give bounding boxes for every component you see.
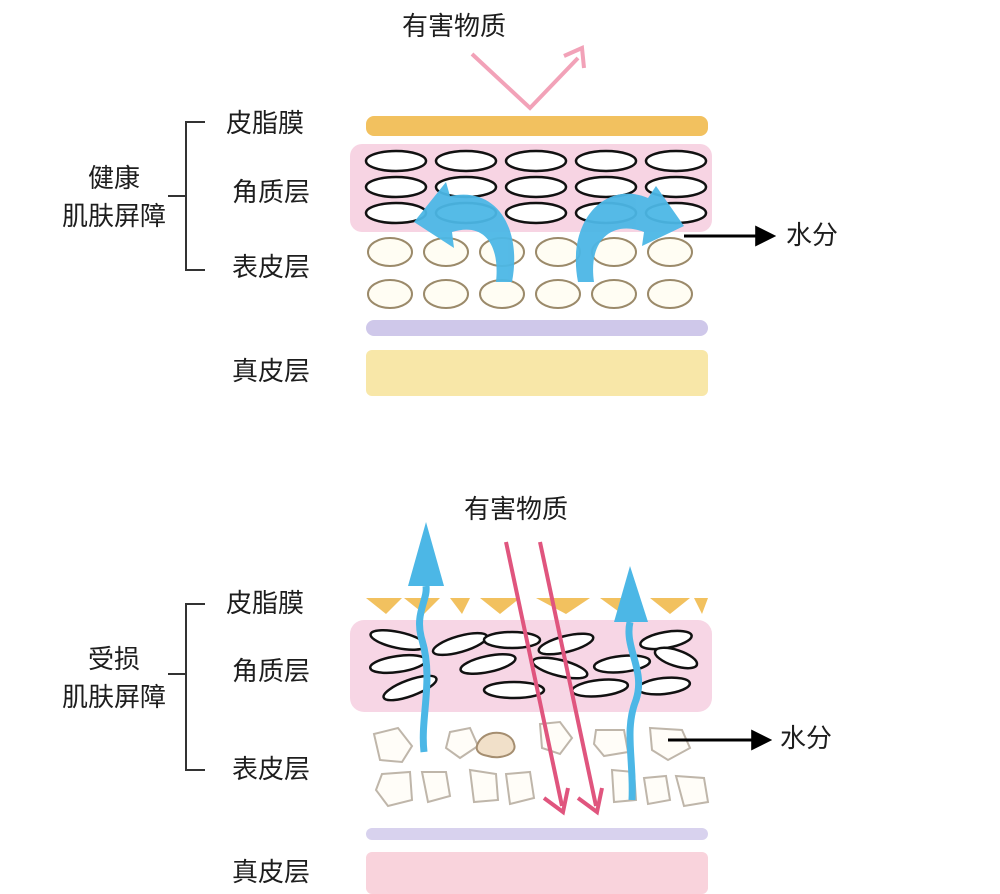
harmful-arrow-icon — [470, 45, 586, 111]
dermis-layer — [366, 350, 708, 396]
water-arrow-icon — [414, 182, 684, 282]
damaged-water-label: 水分 — [780, 724, 833, 754]
healthy-group-label: 健康 肌肤屏障 — [54, 160, 174, 236]
damaged-harmful-label: 有害物质 — [464, 495, 569, 525]
sebum-layer-broken — [366, 598, 708, 614]
damaged-group-label-line1: 受损 — [87, 645, 140, 675]
bracket-icon — [168, 121, 205, 271]
healthy-epidermis-label: 表皮层 — [232, 253, 311, 283]
damaged-group-label: 受损 肌肤屏障 — [54, 641, 174, 717]
healthy-harmful-label: 有害物质 — [402, 12, 507, 42]
epidermis-cells — [367, 237, 693, 309]
damaged-epidermis-label: 表皮层 — [232, 755, 311, 785]
healthy-sebum-label: 皮脂膜 — [226, 109, 305, 139]
basal-layer — [366, 320, 708, 336]
damaged-cell-highlight — [475, 731, 516, 759]
healthy-dermis-label: 真皮层 — [232, 357, 311, 387]
sebum-layer — [366, 116, 708, 136]
healthy-group-label-line1: 健康 — [87, 164, 140, 194]
healthy-group-label-line2: 肌肤屏障 — [61, 202, 166, 232]
basal-layer — [366, 828, 708, 840]
corneocyte-cells-disordered — [369, 628, 699, 702]
bracket-icon — [168, 603, 205, 771]
damaged-sebum-label: 皮脂膜 — [226, 589, 305, 619]
harmful-arrow-icon — [504, 541, 604, 816]
healthy-corneum-label: 角质层 — [232, 178, 311, 208]
damaged-group-label-line2: 肌肤屏障 — [61, 683, 166, 713]
damaged-barrier — [168, 522, 773, 894]
damaged-dermis-label: 真皮层 — [232, 858, 311, 888]
damaged-corneum-label: 角质层 — [232, 657, 311, 687]
dermis-layer — [366, 852, 708, 894]
healthy-water-label: 水分 — [786, 221, 839, 251]
healthy-barrier — [168, 45, 777, 396]
water-arrow-icon — [408, 522, 648, 801]
